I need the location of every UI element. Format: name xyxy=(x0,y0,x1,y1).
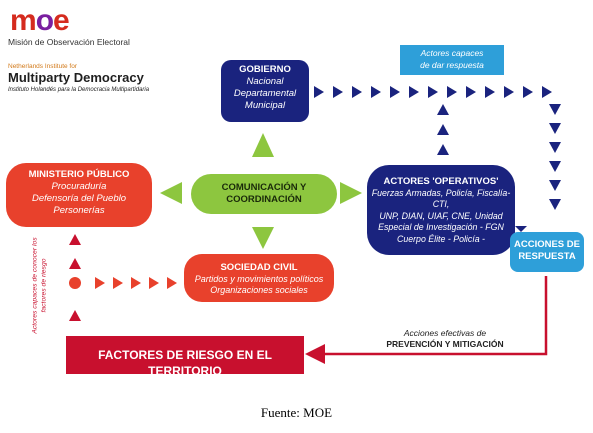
operativos-box xyxy=(367,165,515,255)
green-arrow-left xyxy=(160,182,182,204)
comunicacion-line-2: COORDINACIÓN xyxy=(226,194,302,205)
ministerio-box xyxy=(6,163,152,227)
gobierno-title: GOBIERNO xyxy=(239,64,291,75)
factores-node: FACTORES DE RIESGO EN EL TERRITORIO xyxy=(66,347,304,379)
green-arrow-right xyxy=(340,182,362,204)
nimd-logo-text: Multiparty Democracy xyxy=(8,70,144,85)
comunicacion-line-1: COMUNICACIÓN Y xyxy=(221,182,307,193)
figure-caption: Fuente: MOE xyxy=(260,405,333,420)
nimd-institute-text: Instituto Holandés para la Democracia Mu… xyxy=(8,87,150,93)
prevencion-text: PREVENCIÓN Y MITIGACIÓN xyxy=(386,339,504,349)
ministerio-line-1: Procuraduría xyxy=(51,181,107,192)
moe-logo-e: e xyxy=(53,4,70,37)
gobierno-node: GOBIERNO Nacional Departamental Municipa… xyxy=(221,64,309,112)
nimd-small-text: Netherlands Institute for xyxy=(8,63,78,70)
red-arrow-row-sociedad xyxy=(95,277,177,289)
actores-conocer-label: Actores capaces de conocer los factores … xyxy=(32,231,49,341)
green-arrow-up xyxy=(252,133,274,157)
operativos-title: ACTORES 'OPERATIVOS' xyxy=(383,176,499,187)
acciones-efectivas-text: Acciones efectivas de xyxy=(403,328,487,338)
moe-subtitle: Misión de Observación Electoral xyxy=(8,37,130,47)
navy-arrow-row-top xyxy=(314,86,552,98)
ministerio-line-2: Defensoría del Pueblo xyxy=(31,193,126,204)
navy-arrow-column-middle xyxy=(437,104,449,155)
gobierno-line-1: Nacional xyxy=(246,76,284,87)
acciones-line-2: RESPUESTA xyxy=(518,251,576,262)
factores-box xyxy=(66,336,304,374)
gobierno-line-2: Departamental xyxy=(233,88,297,99)
navy-arrow-to-acciones xyxy=(515,226,527,232)
sociedad-line-2: Organizaciones sociales xyxy=(210,285,308,295)
ministerio-line-3: Personerías xyxy=(53,205,105,216)
acciones-box xyxy=(510,232,584,272)
sociedad-box xyxy=(184,254,334,302)
gobierno-box xyxy=(221,60,309,122)
gobierno-line-3: Municipal xyxy=(244,100,286,111)
sociedad-node: SOCIEDAD CIVIL Partidos y movimientos po… xyxy=(184,262,334,297)
actores-capaces-label-bg xyxy=(400,45,504,75)
operativos-line-1: Fuerzas Armadas, Policía, Fiscalía-CTI, xyxy=(371,187,511,210)
moe-logo-o: o xyxy=(35,4,54,37)
operativos-line-3: Especial de Investigación - FGN xyxy=(378,222,504,232)
acciones-node: ACCIONES DE RESPUESTA xyxy=(510,239,584,263)
actores-capaces-line-1: Actores capaces xyxy=(420,48,484,58)
acciones-line-1: ACCIONES DE xyxy=(514,239,580,250)
factores-title: FACTORES DE RIESGO EN EL TERRITORIO xyxy=(98,348,272,378)
sociedad-line-1: Partidos y movimientos políticos xyxy=(194,273,324,284)
comunicacion-node: COMUNICACIÓN Y COORDINACIÓN xyxy=(191,182,337,206)
ministerio-node: MINISTERIO PÚBLICO Procuraduría Defensor… xyxy=(6,169,152,217)
red-arrow-column-left xyxy=(69,234,81,321)
operativos-line-4: Cuerpo Élite - Policía - xyxy=(396,233,485,244)
moe-logo: moe xyxy=(10,4,70,37)
red-dot xyxy=(69,277,81,289)
operativos-node: ACTORES 'OPERATIVOS' Fuerzas Armadas, Po… xyxy=(367,176,515,245)
ministerio-title: MINISTERIO PÚBLICO xyxy=(28,169,130,180)
actores-capaces-label: Actores capaces de dar respuesta xyxy=(400,48,504,71)
green-arrow-down xyxy=(252,227,274,249)
operativos-line-2: UNP, DIAN, UIAF, CNE, Unidad xyxy=(379,210,503,221)
sociedad-title: SOCIEDAD CIVIL xyxy=(220,262,298,273)
prevencion-arrow-line xyxy=(305,276,548,364)
moe-logo-m: m xyxy=(10,4,37,37)
acciones-efectivas-label: Acciones efectivas de PREVENCIÓN Y MITIG… xyxy=(370,328,520,350)
comunicacion-box xyxy=(191,174,337,214)
navy-arrow-column-right xyxy=(549,104,561,210)
actores-conocer-line-1: Actores capaces de conocer los xyxy=(31,237,39,334)
actores-capaces-line-2: de dar respuesta xyxy=(420,59,484,70)
actores-conocer-line-2: factores de riesgo xyxy=(40,258,47,313)
